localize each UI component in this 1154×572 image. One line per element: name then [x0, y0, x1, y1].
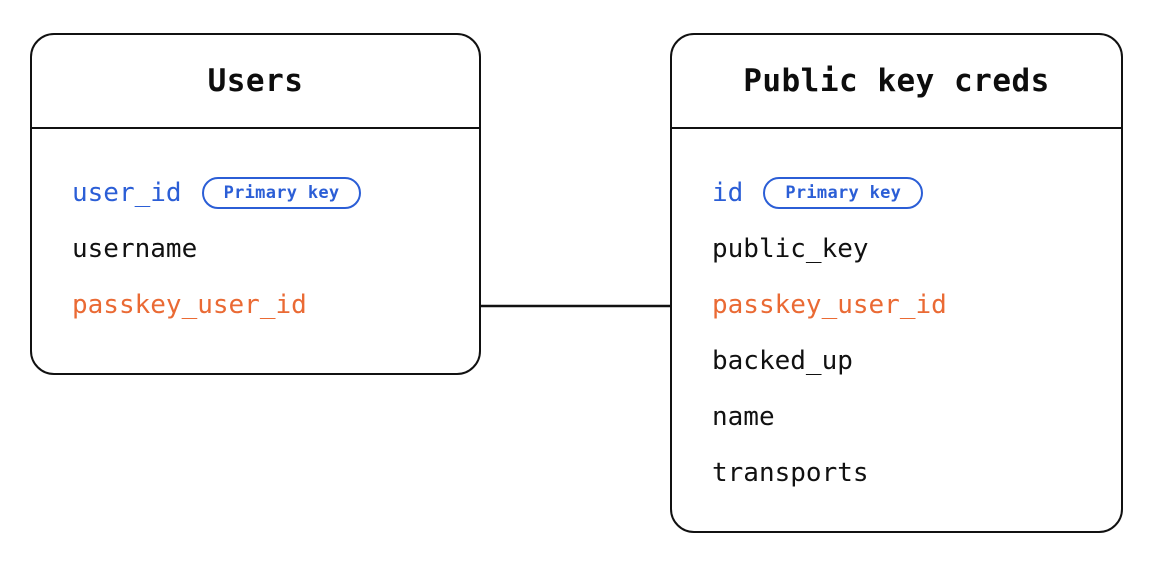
entity-public-key-creds-header: Public key creds — [672, 35, 1121, 129]
entity-users-title: Users — [207, 63, 304, 99]
primary-key-badge-label: Primary key — [785, 182, 902, 203]
field-row[interactable]: passkey_user_id — [72, 277, 479, 333]
field-row[interactable]: username — [72, 221, 479, 277]
primary-key-badge: Primary key — [763, 177, 924, 209]
field-row[interactable]: backed_up — [712, 333, 1121, 389]
field-name-passkey-user-id: passkey_user_id — [712, 290, 947, 320]
field-name-username: username — [72, 234, 198, 264]
field-row[interactable]: user_id Primary key — [72, 165, 479, 221]
entity-users[interactable]: Users user_id Primary key username passk… — [30, 33, 481, 375]
field-name-public-key: public_key — [712, 234, 869, 264]
field-name-passkey-user-id: passkey_user_id — [72, 290, 307, 320]
field-row[interactable]: public_key — [712, 221, 1121, 277]
field-row[interactable]: name — [712, 389, 1121, 445]
field-name-transports: transports — [712, 458, 869, 488]
field-row[interactable]: passkey_user_id — [712, 277, 1121, 333]
field-row[interactable]: transports — [712, 445, 1121, 501]
entity-public-key-creds-title: Public key creds — [743, 63, 1050, 99]
entity-users-header: Users — [32, 35, 479, 129]
field-name-name: name — [712, 402, 775, 432]
entity-users-fields: user_id Primary key username passkey_use… — [32, 129, 479, 333]
field-name-id: id — [712, 178, 744, 208]
primary-key-badge: Primary key — [201, 177, 362, 209]
primary-key-badge-label: Primary key — [223, 182, 340, 203]
field-name-user-id: user_id — [72, 178, 182, 208]
entity-public-key-creds-fields: id Primary key public_key passkey_user_i… — [672, 129, 1121, 501]
field-name-backed-up: backed_up — [712, 346, 853, 376]
field-row[interactable]: id Primary key — [712, 165, 1121, 221]
entity-public-key-creds[interactable]: Public key creds id Primary key public_k… — [670, 33, 1123, 533]
